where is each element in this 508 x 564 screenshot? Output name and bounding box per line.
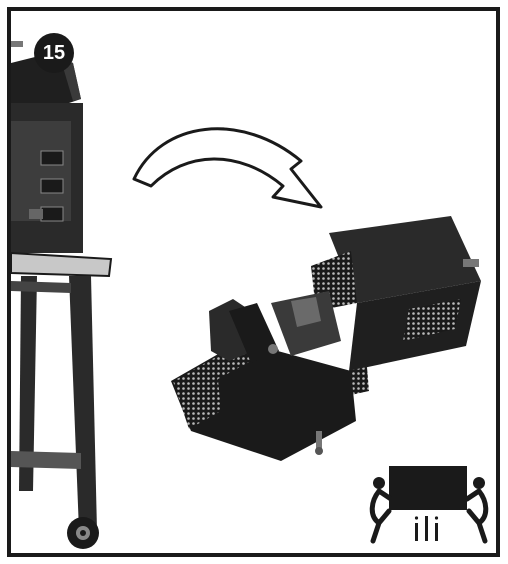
curved-arrow-icon [132,127,323,209]
pellet-hopper-icon [171,216,481,461]
step-number: 15 [42,41,66,64]
step-number-badge: 15 [34,33,74,73]
two-person-lift-icon [369,466,489,544]
illustration-canvas [11,41,489,549]
step-panel: 15 [7,7,500,557]
grill-cutaway-icon [11,41,113,549]
